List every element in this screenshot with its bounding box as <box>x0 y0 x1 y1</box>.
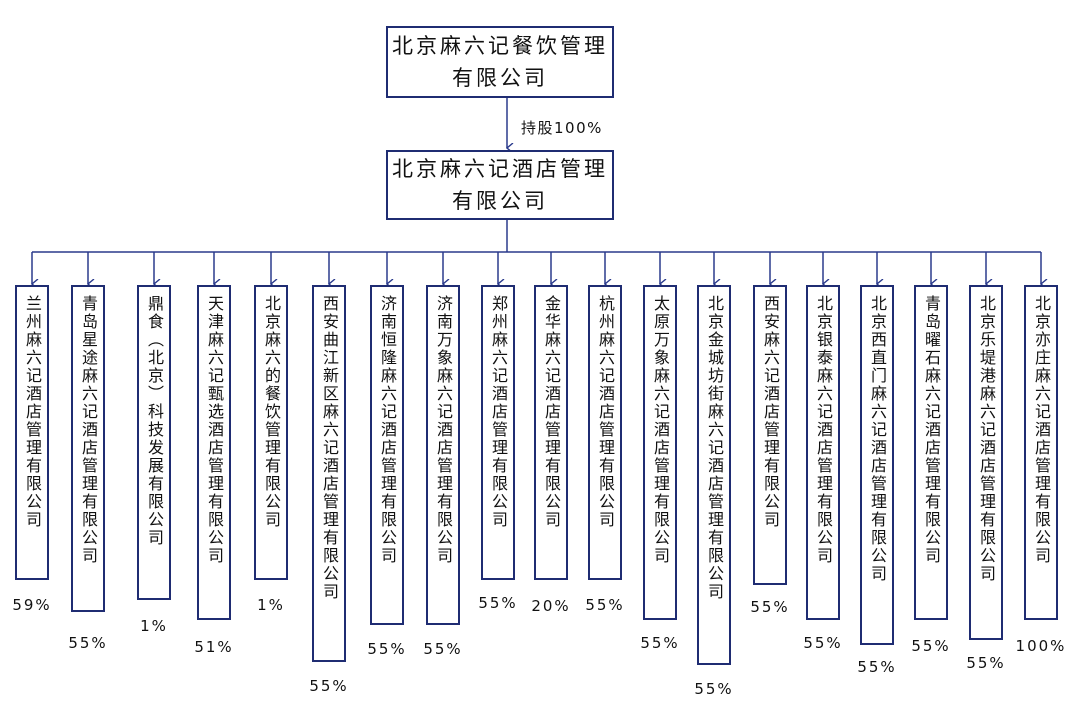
subsidiary-share-pct: 55% <box>803 634 843 652</box>
subsidiary-share-pct: 55% <box>68 634 108 652</box>
subsidiary-name: 西安曲江新区麻六记酒店管理有限公司 <box>320 295 339 601</box>
subsidiary-name: 青岛星途麻六记酒店管理有限公司 <box>79 295 98 565</box>
subsidiary-share-pct: 55% <box>911 637 951 655</box>
subsidiary-name: 兰州麻六记酒店管理有限公司 <box>23 295 42 529</box>
subsidiary-name: 天津麻六记甄选酒店管理有限公司 <box>205 295 224 565</box>
holding-share-label: 持股100% <box>521 119 603 137</box>
subsidiary-name: 北京西直门麻六记酒店管理有限公司 <box>868 295 887 583</box>
subsidiary-share-pct: 55% <box>750 598 790 616</box>
subsidiary-name: 济南恒隆麻六记酒店管理有限公司 <box>378 295 397 565</box>
subsidiary-share-pct: 55% <box>423 640 463 658</box>
subsidiary-box-17: 青岛曜石麻六记酒店管理有限公司 <box>914 285 948 620</box>
subsidiary-name: 金华麻六记酒店管理有限公司 <box>542 295 561 529</box>
parent-company-name: 北京麻六记餐饮管理有限公司 <box>392 34 608 90</box>
subsidiary-share-pct: 100% <box>1015 637 1067 655</box>
subsidiary-share-pct: 55% <box>966 654 1006 672</box>
holding-company-name: 北京麻六记酒店管理有限公司 <box>392 157 608 213</box>
subsidiary-share-pct: 55% <box>640 634 680 652</box>
holding-company-box: 北京麻六记酒店管理有限公司 <box>386 150 614 220</box>
subsidiary-box-10: 金华麻六记酒店管理有限公司 <box>534 285 568 580</box>
subsidiary-box-4: 天津麻六记甄选酒店管理有限公司 <box>197 285 231 620</box>
subsidiary-box-3: 鼎食（北京）科技发展有限公司 <box>137 285 171 600</box>
subsidiary-box-5: 北京麻六的餐饮管理有限公司 <box>254 285 288 580</box>
subsidiary-name: 北京亦庄麻六记酒店管理有限公司 <box>1032 295 1051 565</box>
subsidiary-name: 北京麻六的餐饮管理有限公司 <box>262 295 281 529</box>
subsidiary-share-pct: 1% <box>257 596 285 614</box>
subsidiary-box-9: 郑州麻六记酒店管理有限公司 <box>481 285 515 580</box>
subsidiary-box-14: 西安麻六记酒店管理有限公司 <box>753 285 787 585</box>
subsidiary-box-19: 北京亦庄麻六记酒店管理有限公司 <box>1024 285 1058 620</box>
subsidiary-share-pct: 20% <box>531 597 571 615</box>
subsidiary-name: 郑州麻六记酒店管理有限公司 <box>489 295 508 529</box>
subsidiary-name: 北京乐堤港麻六记酒店管理有限公司 <box>977 295 996 583</box>
subsidiary-share-pct: 55% <box>478 594 518 612</box>
subsidiary-box-11: 杭州麻六记酒店管理有限公司 <box>588 285 622 580</box>
subsidiary-share-pct: 51% <box>194 638 234 656</box>
subsidiary-box-6: 西安曲江新区麻六记酒店管理有限公司 <box>312 285 346 662</box>
subsidiary-name: 北京金城坊街麻六记酒店管理有限公司 <box>705 295 724 601</box>
subsidiary-share-pct: 55% <box>367 640 407 658</box>
subsidiary-name: 杭州麻六记酒店管理有限公司 <box>596 295 615 529</box>
subsidiary-share-pct: 55% <box>309 677 349 695</box>
subsidiary-box-18: 北京乐堤港麻六记酒店管理有限公司 <box>969 285 1003 640</box>
subsidiary-box-7: 济南恒隆麻六记酒店管理有限公司 <box>370 285 404 625</box>
subsidiary-name: 北京银泰麻六记酒店管理有限公司 <box>814 295 833 565</box>
subsidiary-name: 西安麻六记酒店管理有限公司 <box>761 295 780 529</box>
subsidiary-share-pct: 55% <box>585 596 625 614</box>
subsidiary-share-pct: 55% <box>857 658 897 676</box>
subsidiary-box-1: 兰州麻六记酒店管理有限公司 <box>15 285 49 580</box>
subsidiary-share-pct: 1% <box>140 617 168 635</box>
subsidiary-box-8: 济南万象麻六记酒店管理有限公司 <box>426 285 460 625</box>
subsidiary-name: 济南万象麻六记酒店管理有限公司 <box>434 295 453 565</box>
subsidiary-box-16: 北京西直门麻六记酒店管理有限公司 <box>860 285 894 645</box>
subsidiary-name: 青岛曜石麻六记酒店管理有限公司 <box>922 295 941 565</box>
subsidiary-name: 太原万象麻六记酒店管理有限公司 <box>651 295 670 565</box>
subsidiary-share-pct: 55% <box>694 680 734 698</box>
subsidiary-name: 鼎食（北京）科技发展有限公司 <box>145 295 164 547</box>
parent-company-box: 北京麻六记餐饮管理有限公司 <box>386 26 614 98</box>
subsidiary-box-13: 北京金城坊街麻六记酒店管理有限公司 <box>697 285 731 665</box>
subsidiary-share-pct: 59% <box>12 596 52 614</box>
subsidiary-box-2: 青岛星途麻六记酒店管理有限公司 <box>71 285 105 612</box>
subsidiary-box-15: 北京银泰麻六记酒店管理有限公司 <box>806 285 840 620</box>
subsidiary-box-12: 太原万象麻六记酒店管理有限公司 <box>643 285 677 620</box>
